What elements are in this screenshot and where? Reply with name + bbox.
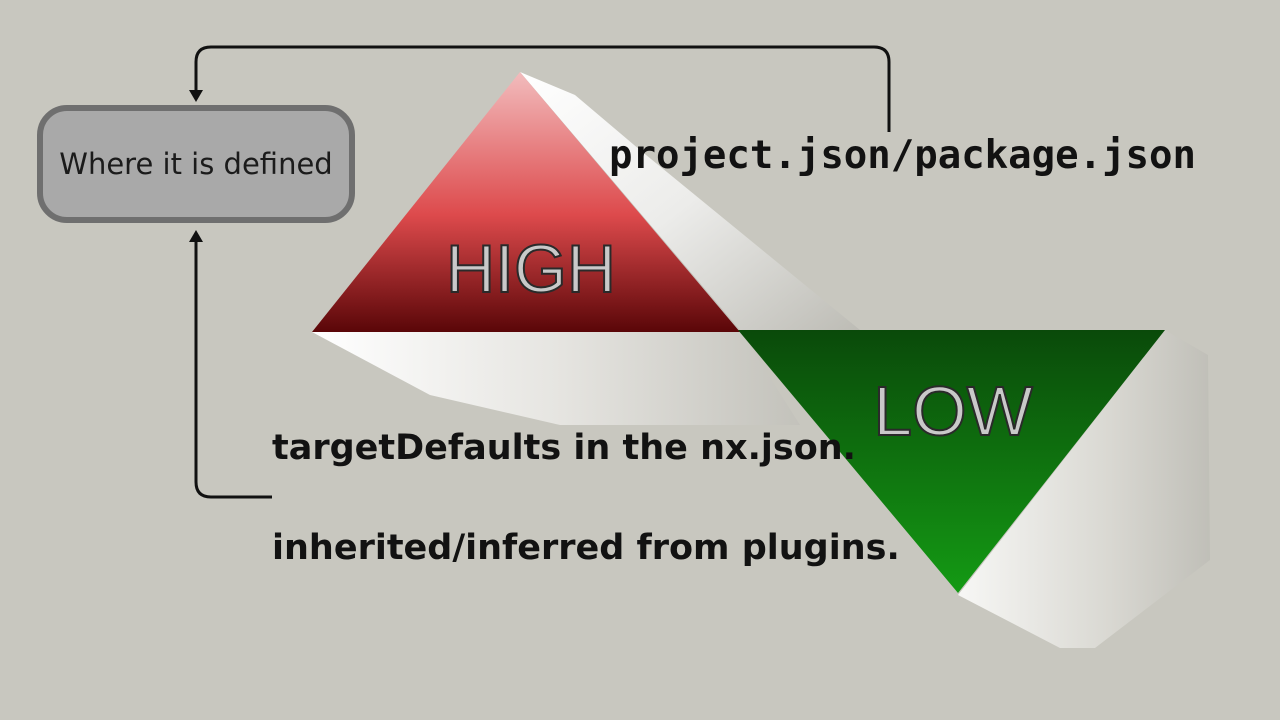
high-label: HIGH [446, 231, 616, 307]
fold-top-right [520, 72, 860, 330]
source-box-label: Where it is defined [59, 147, 333, 181]
bottom-connector-arrow [194, 240, 272, 499]
high-priority-triangle [312, 72, 740, 332]
project-json-label: project.json/package.json [609, 133, 1196, 178]
top-arrowhead [189, 90, 203, 102]
bottom-arrowhead [189, 230, 203, 242]
low-label: LOW [873, 372, 1032, 450]
source-box: Where it is defined [37, 105, 355, 223]
low-priority-triangle [738, 330, 1165, 593]
fold-bottom-right [958, 330, 1210, 648]
top-connector-arrow [194, 45, 891, 132]
fold-bottom-left [312, 330, 800, 425]
plugins-label: inherited/inferred from plugins. [272, 528, 900, 568]
target-defaults-label: targetDefaults in the nx.json. [272, 428, 856, 468]
